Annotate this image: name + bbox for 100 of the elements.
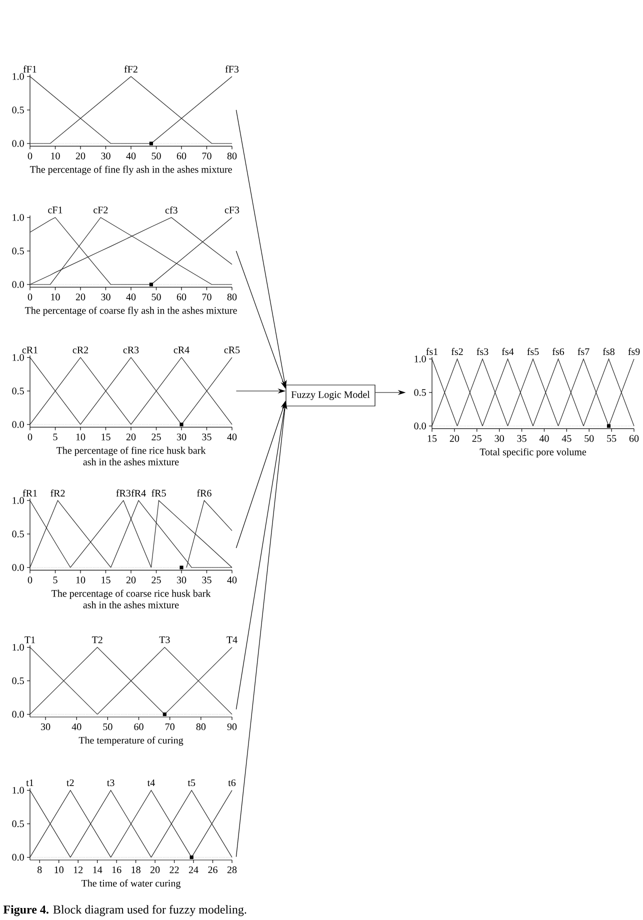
tick-label: 60 [134,723,144,730]
curve-label: fs7 [578,348,590,356]
curve-label: fs4 [502,348,514,356]
curve-label: t1 [26,779,34,786]
curve-label: t4 [147,779,155,786]
curve-label: fR2 [50,489,65,497]
tick-label: 25 [152,434,161,440]
tick-label: 5 [53,434,58,440]
tick-label: 45 [562,435,572,442]
tick-label: 1.0 [12,354,24,361]
tick-label: 15 [428,435,437,442]
tick-label: 0.5 [12,388,24,394]
curve-label: t6 [228,779,236,786]
tick-label: 20 [126,576,136,584]
curve-label: fR5 [152,489,166,497]
tick-label: 10 [51,152,60,160]
tick-label: 70 [166,723,174,730]
tick-label: 30 [177,576,186,584]
curve-label: fs5 [527,348,539,356]
tick-label: 0.5 [12,530,24,538]
tick-label: 30 [494,435,504,442]
tick-label: 5 [53,576,58,584]
tick-label: 40 [227,576,237,584]
tick-label: 0.0 [12,140,24,147]
tick-label: 10 [51,294,60,300]
tick-label: 8 [38,866,42,874]
tick-label: 0.0 [12,564,24,571]
tick-label: 10 [76,434,86,440]
tick-label: 80 [196,723,206,730]
tick-label: 15 [102,576,110,584]
axis-title: The temperature of curing [78,736,184,746]
axis-title: The percentage of fine rice husk bark ash in the ashes mixture [56,446,206,466]
tick-label: 0 [28,434,32,440]
tick-label: 16 [112,866,122,874]
tick-label: 10 [54,866,64,874]
curve-label: fs6 [552,348,564,356]
tick-label: 12 [74,866,83,874]
axis-title: The percentage of fine fly ash in the ashes mixture [30,166,232,175]
tick-label: 28 [227,866,237,874]
tick-label: 30 [41,723,50,730]
tick-label: 20 [150,866,160,874]
tick-label: 10 [76,576,86,584]
tick-label: 25 [152,576,161,584]
tick-label: 20 [76,152,86,160]
curve-label: t5 [188,779,196,786]
curve-label: fs3 [476,348,488,356]
tick-label: 1.0 [12,73,24,80]
tick-label: 22 [170,866,179,874]
tick-label: 40 [72,723,82,730]
curve-label: cR1 [22,346,38,354]
tick-label: 80 [227,294,237,300]
tick-label: 50 [152,294,161,300]
caption: Figure 4. Block diagram used for fuzzy modeling. [3,905,246,916]
tick-label: 40 [227,434,237,440]
tick-label: 0.0 [414,422,426,430]
tick-label: 90 [227,723,237,730]
curve-label: T4 [226,636,238,644]
tick-label: 1.0 [12,786,24,794]
tick-label: 1.0 [12,497,24,504]
curve-label: fF1 [23,65,36,72]
tick-label: 50 [152,152,161,160]
curve-label: fs1 [426,348,438,356]
curve-label: t2 [66,779,74,786]
tick-label: 0.5 [12,677,24,684]
axis-title: Total specific pore volume [480,448,586,458]
curve-label: fF2 [124,65,138,72]
curve-label: fs2 [451,348,463,356]
curve-label: cF3 [224,206,240,214]
curve-label: cR2 [72,346,88,354]
tick-label: 50 [584,435,594,442]
tick-label: 0 [28,294,32,300]
tick-label: 0.0 [12,281,24,288]
tick-label: 60 [176,294,186,300]
tick-label: 40 [126,294,136,300]
tick-label: 0.5 [12,106,24,114]
tick-label: 1.0 [12,644,24,651]
curve-label: T3 [159,636,170,644]
curve-label: fs8 [602,348,614,356]
curve-label: cR3 [123,346,139,354]
tick-label: 0 [28,576,32,584]
tick-label: 70 [202,152,212,160]
tick-label: 55 [607,435,616,442]
curve-label: fs9 [628,348,640,356]
tick-label: 15 [102,434,110,440]
tick-label: 60 [176,152,186,160]
curve-label: fR4 [131,489,146,497]
tick-label: 40 [539,435,549,442]
tick-label: 30 [101,152,110,160]
tick-label: 26 [208,866,218,874]
curve-label: fR3 [116,489,131,497]
tick-label: 0 [28,152,32,160]
curve-label: cR4 [174,346,190,354]
tick-label: 20 [450,435,460,442]
tick-label: 1.0 [12,214,24,221]
curve-label: cF1 [48,206,62,214]
curve-label: T2 [92,636,102,644]
tick-label: 14 [93,866,102,874]
tick-label: 30 [101,294,110,300]
tick-label: 24 [188,866,198,874]
tick-label: 35 [202,434,212,440]
